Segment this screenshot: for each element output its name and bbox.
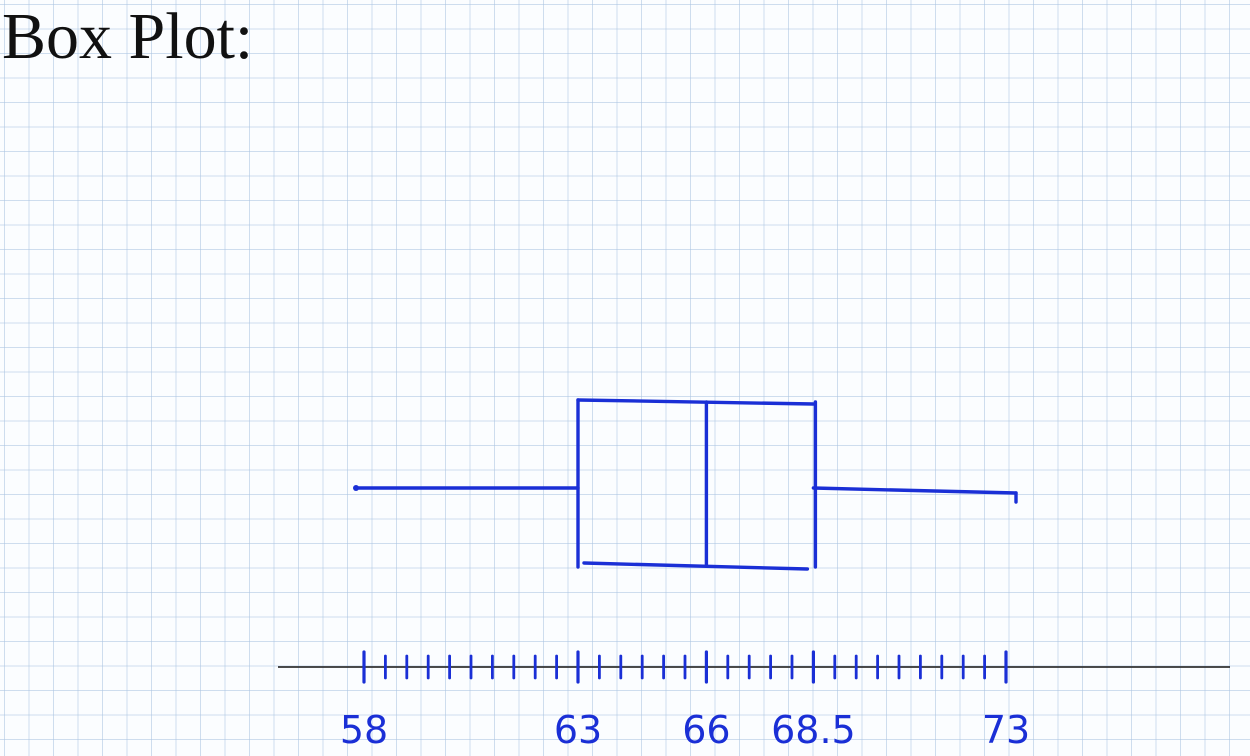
upper-whisker <box>811 486 1018 495</box>
box-top-edge <box>576 398 816 406</box>
tick-label: 68.5 <box>771 708 856 752</box>
box-layer <box>353 398 1018 571</box>
tick-label: 58 <box>340 708 388 752</box>
page-title: Box Plot: <box>2 0 254 73</box>
tick-label: 63 <box>554 708 602 752</box>
box-bottom-edge <box>582 561 810 571</box>
number-line: 58 63 66 68.5 73 <box>278 650 1230 752</box>
lower-whisker-end <box>353 485 359 491</box>
tick-label: 66 <box>682 708 730 752</box>
tick-label: 73 <box>982 708 1030 752</box>
